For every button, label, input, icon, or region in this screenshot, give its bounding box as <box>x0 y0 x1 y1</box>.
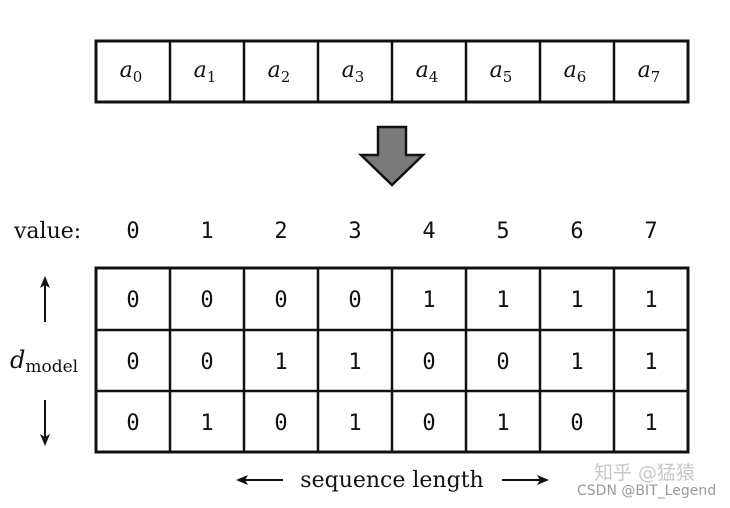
encoding-grid: 0 0 0 0 1 1 1 1 0 0 1 1 0 0 1 1 0 1 0 1 … <box>94 266 690 454</box>
value-4: 4 <box>422 219 435 244</box>
grid-cell: 1 <box>274 350 287 375</box>
grid-cell: 0 <box>496 350 509 375</box>
grid-cell: 0 <box>126 411 139 436</box>
grid-cell: 1 <box>496 288 509 313</box>
token-a3: a3 <box>342 58 365 86</box>
token-sequence: a0 a1 a2 a3 a4 a5 a6 a7 <box>94 39 690 104</box>
value-2: 2 <box>274 219 287 244</box>
value-7: 7 <box>644 219 657 244</box>
grid-cell: 1 <box>644 350 657 375</box>
grid-cell: 1 <box>422 288 435 313</box>
transform-down-arrow-icon <box>357 125 427 187</box>
value-0: 0 <box>126 219 139 244</box>
grid-cell: 1 <box>644 288 657 313</box>
watermark: 知乎 @猛猿 CSDN @BIT_Legend <box>577 462 716 499</box>
token-sequence-dividers <box>168 41 616 102</box>
grid-cell: 0 <box>348 288 361 313</box>
grid-cell: 1 <box>570 288 583 313</box>
grid-cell: 0 <box>200 288 213 313</box>
watermark-zhihu: 知乎 @猛猿 <box>594 462 695 484</box>
grid-cell: 1 <box>348 411 361 436</box>
grid-cell: 0 <box>570 411 583 436</box>
grid-cell: 1 <box>496 411 509 436</box>
token-a0: a0 <box>120 58 143 86</box>
encoding-grid-lines <box>96 268 688 452</box>
grid-cell: 1 <box>570 350 583 375</box>
token-a1: a1 <box>194 58 217 86</box>
token-a2: a2 <box>268 58 291 86</box>
grid-cell: 0 <box>422 411 435 436</box>
d-model-axis: dmodel <box>10 276 78 446</box>
value-1: 1 <box>200 219 213 244</box>
arrow-right-icon <box>502 475 549 485</box>
value-5: 5 <box>496 219 509 244</box>
value-3: 3 <box>348 219 361 244</box>
arrow-up-icon <box>40 276 50 322</box>
grid-cell: 0 <box>274 411 287 436</box>
token-a4: a4 <box>416 58 439 86</box>
arrow-down-icon <box>40 400 50 446</box>
value-row: value: 0 1 2 3 4 5 6 7 <box>13 219 658 244</box>
grid-cell: 1 <box>200 411 213 436</box>
grid-cell: 0 <box>422 350 435 375</box>
token-a5: a5 <box>490 58 513 86</box>
sequence-length-axis: sequence length <box>236 468 549 493</box>
value-row-label: value: <box>13 219 81 244</box>
sequence-length-label: sequence length <box>300 468 483 493</box>
grid-cell: 0 <box>274 288 287 313</box>
token-a7: a7 <box>638 58 661 86</box>
grid-cell: 1 <box>348 350 361 375</box>
grid-cell: 0 <box>126 350 139 375</box>
grid-cell: 1 <box>644 411 657 436</box>
grid-cell: 0 <box>200 350 213 375</box>
token-a6: a6 <box>564 58 587 86</box>
grid-cell: 0 <box>126 288 139 313</box>
value-6: 6 <box>570 219 583 244</box>
watermark-csdn: CSDN @BIT_Legend <box>577 483 716 499</box>
arrow-left-icon <box>236 475 283 485</box>
d-model-label: dmodel <box>10 346 78 377</box>
